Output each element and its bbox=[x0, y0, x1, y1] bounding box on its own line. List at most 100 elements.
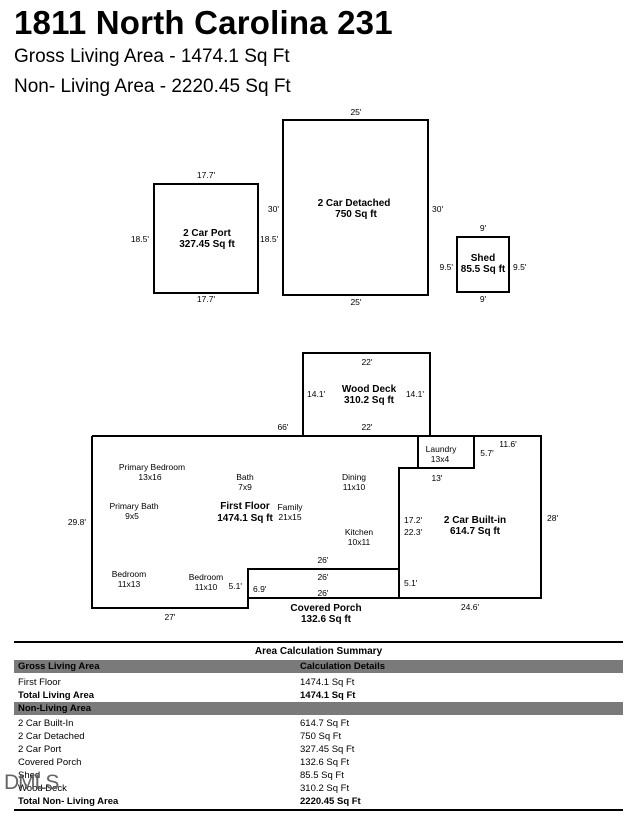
area-summary-table: Area Calculation Summary Gross Living Ar… bbox=[14, 641, 623, 811]
garage-inner-dim-1: 17.2' bbox=[404, 515, 423, 525]
room-dining-size: 11x10 bbox=[343, 482, 366, 492]
room-family-size: 21x15 bbox=[278, 512, 301, 522]
table-row: First Floor 1474.1 Sq Ft bbox=[14, 676, 623, 689]
carport-label: 2 Car Port bbox=[183, 228, 231, 239]
builtin-garage-label: 2 Car Built-in bbox=[444, 515, 506, 526]
row-name: 2 Car Detached bbox=[18, 731, 85, 742]
carport-right-dim: 18.5' bbox=[260, 234, 279, 244]
gross-living-subtitle: Gross Living Area - 1474.1 Sq Ft bbox=[14, 46, 290, 67]
room-dining: Dining bbox=[342, 472, 366, 482]
room-bedroom-1-size: 11x13 bbox=[118, 579, 141, 589]
laundry-width-dim: 11.6' bbox=[499, 439, 517, 449]
shed-left-dim: 9.5' bbox=[440, 262, 454, 272]
room-bath-size: 7x9 bbox=[238, 482, 252, 492]
garage-divider bbox=[398, 436, 475, 569]
garage-bottom-side-dim: 5.1' bbox=[404, 578, 418, 588]
first-floor-area: 1474.1 Sq ft bbox=[217, 513, 273, 524]
summary-top-rule bbox=[14, 641, 623, 643]
porch-bottom-dim-inner: 26' bbox=[317, 588, 328, 598]
row-value: 310.2 Sq Ft bbox=[300, 783, 350, 794]
row-value: 1474.1 Sq Ft bbox=[300, 677, 355, 688]
table-row: 2 Car Detached 750 Sq Ft bbox=[14, 730, 623, 743]
shed-area: 85.5 Sq ft bbox=[461, 264, 506, 275]
shed-right-dim: 9.5' bbox=[513, 262, 527, 272]
row-name: 2 Car Built-In bbox=[18, 718, 74, 729]
gross-living-header: Gross Living Area Calculation Details bbox=[14, 660, 623, 673]
summary-bottom-rule bbox=[14, 809, 623, 811]
deck-top-dim: 22' bbox=[361, 357, 372, 367]
porch-top-dim-inner: 26' bbox=[317, 572, 328, 582]
first-floor-label: First Floor bbox=[220, 501, 270, 512]
non-living-header-label: Non-Living Area bbox=[18, 703, 92, 714]
house-left-dim: 29.8' bbox=[68, 517, 87, 527]
carport-left-dim: 18.5' bbox=[131, 234, 150, 244]
deck-bottom-dim: 22' bbox=[361, 422, 372, 432]
table-row: Covered Porch 132.6 Sq Ft bbox=[14, 756, 623, 769]
garage-top-dim: 13' bbox=[431, 473, 442, 483]
detached-label: 2 Car Detached bbox=[318, 198, 391, 209]
row-value: 132.6 Sq Ft bbox=[300, 757, 350, 768]
deck-left-dim: 14.1' bbox=[307, 389, 326, 399]
house-bottom-left-dim: 27' bbox=[164, 612, 175, 622]
room-kitchen-size: 10x11 bbox=[348, 537, 371, 547]
detached-garage-outline bbox=[282, 119, 429, 296]
deck-right-dim: 14.1' bbox=[406, 389, 425, 399]
room-bath: Bath bbox=[236, 472, 254, 482]
deck-area: 310.2 Sq ft bbox=[344, 395, 395, 406]
carport-top-dim: 17.7' bbox=[197, 170, 216, 180]
page-title: 1811 North Carolina 231 bbox=[14, 4, 393, 41]
porch-label: Covered Porch bbox=[290, 603, 361, 614]
row-value: 2220.45 Sq Ft bbox=[300, 796, 361, 807]
gross-living-header-label: Gross Living Area bbox=[18, 661, 100, 672]
detached-top-dim: 25' bbox=[350, 107, 361, 117]
table-row: Shed 85.5 Sq Ft bbox=[14, 769, 623, 782]
porch-top-dim-outer: 26' bbox=[317, 555, 328, 565]
row-value: 750 Sq Ft bbox=[300, 731, 342, 742]
table-row: 2 Car Port 327.45 Sq Ft bbox=[14, 743, 623, 756]
detached-bottom-dim: 25' bbox=[350, 297, 361, 307]
detached-left-dim: 30' bbox=[268, 204, 279, 214]
room-bedroom-2-size: 11x10 bbox=[195, 582, 218, 592]
room-laundry-size: 13x4 bbox=[431, 454, 450, 464]
row-name: Total Living Area bbox=[18, 690, 95, 701]
laundry-depth-dim: 5.7' bbox=[480, 448, 494, 458]
house-top-dim: 66' bbox=[277, 422, 288, 432]
row-value: 327.45 Sq Ft bbox=[300, 744, 355, 755]
shed-top-dim: 9' bbox=[480, 223, 487, 233]
porch-left-dim-inner: 6.9' bbox=[253, 584, 267, 594]
dmls-watermark: DMLS bbox=[4, 771, 59, 794]
deck-label: Wood Deck bbox=[342, 384, 397, 395]
table-row: 2 Car Built-In 614.7 Sq Ft bbox=[14, 717, 623, 730]
row-name: Total Non- Living Area bbox=[18, 796, 119, 807]
room-bedroom-1: Bedroom bbox=[112, 569, 147, 579]
porch-bottom-line bbox=[247, 597, 399, 608]
row-value: 85.5 Sq Ft bbox=[300, 770, 344, 781]
non-living-header: Non-Living Area bbox=[14, 702, 623, 715]
shed-bottom-dim: 9' bbox=[480, 294, 487, 304]
summary-title: Area Calculation Summary bbox=[254, 646, 383, 657]
porch-area: 132.6 Sq ft bbox=[301, 614, 352, 625]
room-primary-bath-size: 9x5 bbox=[125, 511, 139, 521]
calc-details-header: Calculation Details bbox=[300, 661, 385, 672]
garage-inner-dim-2: 22.3' bbox=[404, 527, 423, 537]
room-primary-bedroom: Primary Bedroom bbox=[119, 462, 185, 472]
detached-right-dim: 30' bbox=[432, 204, 443, 214]
room-laundry: Laundry bbox=[426, 444, 457, 454]
builtin-garage-area: 614.7 Sq ft bbox=[450, 526, 501, 537]
room-primary-bath: Primary Bath bbox=[109, 501, 158, 511]
carport-area: 327.45 Sq ft bbox=[179, 239, 235, 250]
total-non-living-row: Total Non- Living Area 2220.45 Sq Ft bbox=[14, 795, 623, 808]
room-kitchen: Kitchen bbox=[345, 527, 374, 537]
house-bottom-right-dim: 24.6' bbox=[461, 602, 480, 612]
row-name: Covered Porch bbox=[18, 757, 82, 768]
detached-area: 750 Sq ft bbox=[335, 209, 377, 220]
room-primary-bedroom-size: 13x16 bbox=[138, 472, 161, 482]
room-bedroom-2: Bedroom bbox=[189, 572, 224, 582]
row-name: First Floor bbox=[18, 677, 61, 688]
shed-outline bbox=[456, 236, 510, 293]
row-name: 2 Car Port bbox=[18, 744, 62, 755]
row-name: Wood Deck bbox=[18, 783, 67, 794]
row-value: 1474.1 Sq Ft bbox=[300, 690, 356, 701]
carport-outline bbox=[153, 183, 259, 294]
row-name: Shed bbox=[18, 770, 41, 781]
